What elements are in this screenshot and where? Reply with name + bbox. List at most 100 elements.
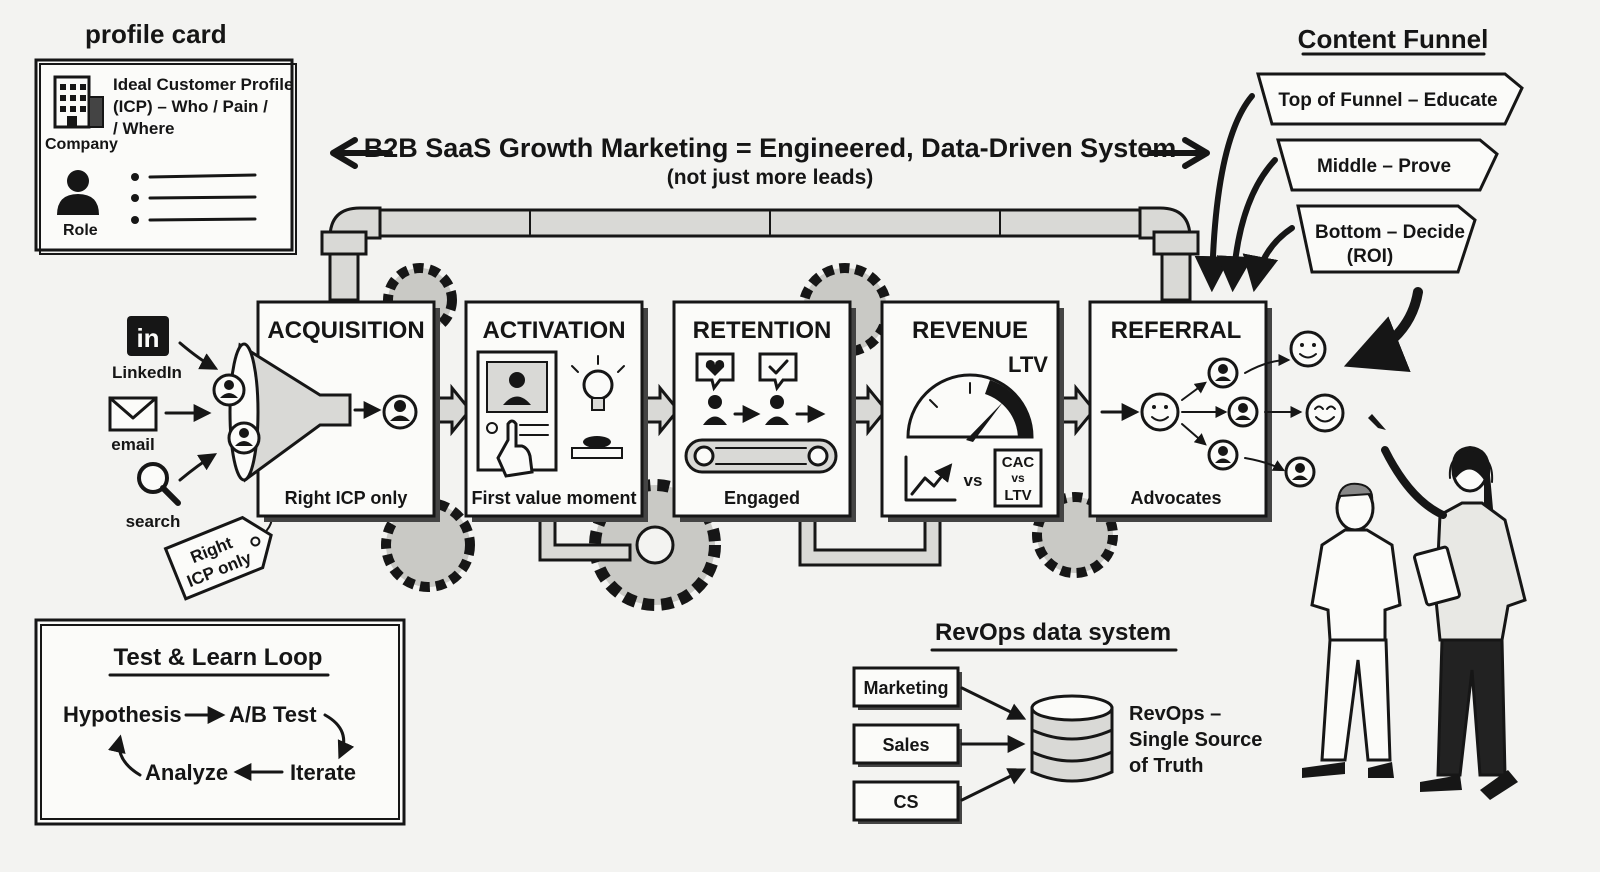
stage-caption: First value moment (471, 488, 636, 508)
source-sales: Sales (852, 723, 962, 767)
stage-acquisition: ACQUISITION Right ICP only (212, 300, 440, 522)
revops-heading: RevOps data system (935, 619, 1171, 646)
stage-title: ACQUISITION (267, 317, 424, 344)
right-arrow-icon (1147, 137, 1210, 169)
presenters-illustration (1302, 414, 1527, 800)
heart-bubble-icon (695, 352, 735, 392)
stage-title: RETENTION (693, 317, 832, 344)
stage-title: ACTIVATION (482, 317, 625, 344)
gauge-icon (906, 373, 1034, 442)
source-label: CS (893, 792, 918, 812)
cac-ltv-box: CAC vs LTV (993, 448, 1043, 508)
headline: B2B SaaS Growth Marketing = Engineered, … (330, 133, 1210, 189)
role-attribute-list (131, 173, 257, 224)
cac-ltv-text: LTV (1004, 487, 1031, 504)
building-icon (53, 75, 104, 129)
content-funnel-heading: Content Funnel (1298, 24, 1489, 54)
smiley-icon (1289, 330, 1327, 368)
revops-label-line-1: RevOps – (1129, 703, 1221, 725)
channel-search-label: search (126, 512, 181, 531)
user-icon (703, 395, 727, 425)
user-icon (1207, 439, 1239, 471)
left-arrow-icon (330, 137, 393, 169)
email-icon (108, 396, 158, 432)
profile-card-heading: profile card (85, 19, 227, 49)
content-funnel: Content Funnel Top of Funnel – Educate M… (1194, 24, 1524, 373)
company-label: Company (45, 136, 118, 153)
funnel-banner-middle: Middle – Prove (1276, 138, 1499, 192)
stage-activation: ACTIVATION First value moment (464, 300, 648, 522)
icp-line-3: / Where (113, 119, 174, 138)
revops-system: RevOps data system Marketing Sales CS Re… (852, 619, 1262, 824)
funnel-banner-bottom: Bottom – Decide (ROI) (1296, 204, 1477, 274)
stage-title: REVENUE (912, 317, 1028, 344)
funnel-item-label: (ROI) (1347, 246, 1393, 267)
test-loop-heading: Test & Learn Loop (114, 644, 323, 671)
source-cs: CS (852, 780, 962, 824)
tablet-icon (1413, 545, 1461, 607)
loop-step-hypothesis: Hypothesis (63, 702, 182, 727)
qualified-user-icon (382, 394, 418, 430)
smiley-icon (1305, 393, 1345, 433)
headset-icon (1448, 451, 1494, 483)
database-icon (1030, 694, 1114, 783)
revops-label-line-2: Single Source (1129, 729, 1262, 751)
lightbulb-icon (571, 355, 625, 411)
test-learn-loop: Test & Learn Loop Hypothesis A/B Test It… (34, 618, 406, 826)
advocate-network (1244, 330, 1345, 488)
role-label: Role (63, 222, 98, 239)
user-icon (1227, 396, 1259, 428)
smiley-icon (1140, 392, 1180, 432)
stage-title: REFERRAL (1111, 317, 1242, 344)
user-icon (212, 373, 246, 407)
stage-retention: RETENTION Engaged (672, 300, 856, 522)
woman-figure (1368, 414, 1527, 800)
growth-chart-icon (904, 455, 957, 502)
check-bubble-icon (758, 352, 798, 392)
icp-line-2: (ICP) – Who / Pain / (113, 97, 268, 116)
stage-caption: Right ICP only (285, 488, 408, 508)
stage-caption: Advocates (1130, 488, 1221, 508)
channels: in LinkedIn email search (108, 316, 219, 531)
search-icon (137, 462, 181, 506)
user-icon (227, 421, 261, 455)
source-label: Sales (882, 735, 929, 755)
right-icp-tag: Right ICP only (163, 515, 273, 601)
conveyor-belt-icon (684, 438, 838, 474)
source-marketing: Marketing (852, 666, 962, 710)
vs-label: vs (964, 471, 983, 490)
user-icon (1284, 456, 1316, 488)
funnel-item-label: Top of Funnel – Educate (1278, 90, 1497, 111)
linkedin-icon: in (127, 316, 169, 356)
cac-text: CAC (1002, 454, 1035, 471)
svg-text:in: in (136, 323, 159, 353)
stage-caption: Engaged (724, 488, 800, 508)
action-button-icon (571, 436, 623, 459)
loop-step-iterate: Iterate (290, 760, 356, 785)
headline-title: B2B SaaS Growth Marketing = Engineered, … (364, 133, 1177, 163)
person-icon (57, 170, 99, 215)
channel-email-label: email (111, 435, 154, 454)
man-figure (1302, 482, 1402, 778)
headline-subtitle: (not just more leads) (667, 166, 874, 189)
funnel-banner-top: Top of Funnel – Educate (1256, 72, 1524, 126)
channel-linkedin-label: LinkedIn (112, 363, 182, 382)
profile-card: profile card Company Ideal Customer Prof… (34, 19, 297, 255)
user-icon (1207, 357, 1239, 389)
user-icon (765, 395, 789, 425)
icp-line-1: Ideal Customer Profile (113, 75, 293, 94)
source-label: Marketing (863, 678, 948, 698)
stage-referral: REFERRAL Advocates (1088, 300, 1272, 522)
cac-vs-text: vs (1011, 471, 1025, 485)
stage-revenue: REVENUE LTV vs CAC vs LTV (880, 300, 1064, 522)
top-pipe (320, 206, 1200, 302)
funnel-item-label: Bottom – Decide (1315, 222, 1465, 243)
ltv-label: LTV (1008, 352, 1048, 377)
loop-step-ab-test: A/B Test (229, 702, 317, 727)
loop-step-analyze: Analyze (145, 760, 228, 785)
pointer-hand-icon (496, 419, 534, 478)
revops-label-line-3: of Truth (1129, 755, 1203, 777)
funnel-item-label: Middle – Prove (1317, 156, 1451, 177)
